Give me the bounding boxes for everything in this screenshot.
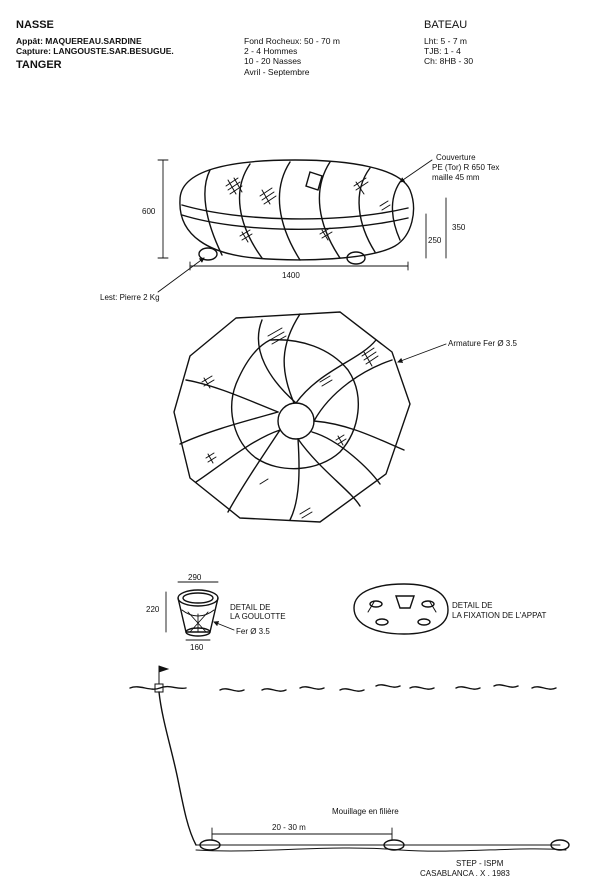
bait-info: Appât: MAQUEREAU.SARDINE: [16, 36, 142, 46]
goulotte-dim-height: 220: [146, 605, 160, 614]
port-name: TANGER: [16, 59, 62, 71]
goulotte-label-2: LA GOULOTTE: [230, 612, 286, 621]
bait-label-2: LA FIXATION DE L'APPAT: [452, 611, 547, 620]
catch-info: Capture: LANGOUSTE.SAR.BESUGUE.: [16, 46, 174, 56]
goulotte-material: Fer Ø 3.5: [236, 627, 270, 636]
trap-top-view: [173, 311, 447, 523]
bait-fixing-detail: [353, 583, 449, 635]
goulotte-dim-top: 290: [188, 573, 202, 582]
operation-depth: Fond Rocheux: 50 - 70 m: [244, 36, 340, 46]
mooring-diagram: [129, 665, 570, 852]
boat-title: BATEAU: [424, 19, 468, 31]
dim-height-label: 600: [142, 207, 156, 216]
operation-season: Avril - Septembre: [244, 67, 310, 77]
goulotte-detail: [165, 581, 235, 641]
operation-traps: 10 - 20 Nasses: [244, 56, 302, 66]
dim-length-label: 1400: [282, 271, 300, 280]
credit-line-1: STEP - ISPM: [456, 859, 504, 868]
dim-250-label: 250: [428, 236, 442, 245]
trap-title: NASSE: [16, 19, 54, 31]
dim-350-label: 350: [452, 223, 466, 232]
bait-label-1: DETAIL DE: [452, 601, 492, 610]
boat-power: Ch: 8HB - 30: [424, 56, 474, 66]
mooring-spacing: 20 - 30 m: [272, 823, 306, 832]
cover-label-3: maille 45 mm: [432, 173, 480, 182]
credit-line-2: CASABLANCA . X . 1983: [420, 869, 510, 878]
operation-crew: 2 - 4 Hommes: [244, 46, 298, 56]
frame-label: Armature Fer Ø 3.5: [448, 339, 517, 348]
boat-length: Lht: 5 - 7 m: [424, 36, 467, 46]
cover-label-1: Couverture: [436, 153, 476, 162]
mooring-label: Mouillage en filière: [332, 807, 399, 816]
trap-side-view: [157, 159, 447, 293]
boat-tonnage: TJB: 1 - 4: [424, 46, 461, 56]
goulotte-dim-bottom: 160: [190, 643, 204, 652]
cover-label-2: PE (Tor) R 650 Tex: [432, 163, 499, 172]
goulotte-label-1: DETAIL DE: [230, 603, 270, 612]
ballast-label: Lest: Pierre 2 Kg: [100, 293, 160, 302]
